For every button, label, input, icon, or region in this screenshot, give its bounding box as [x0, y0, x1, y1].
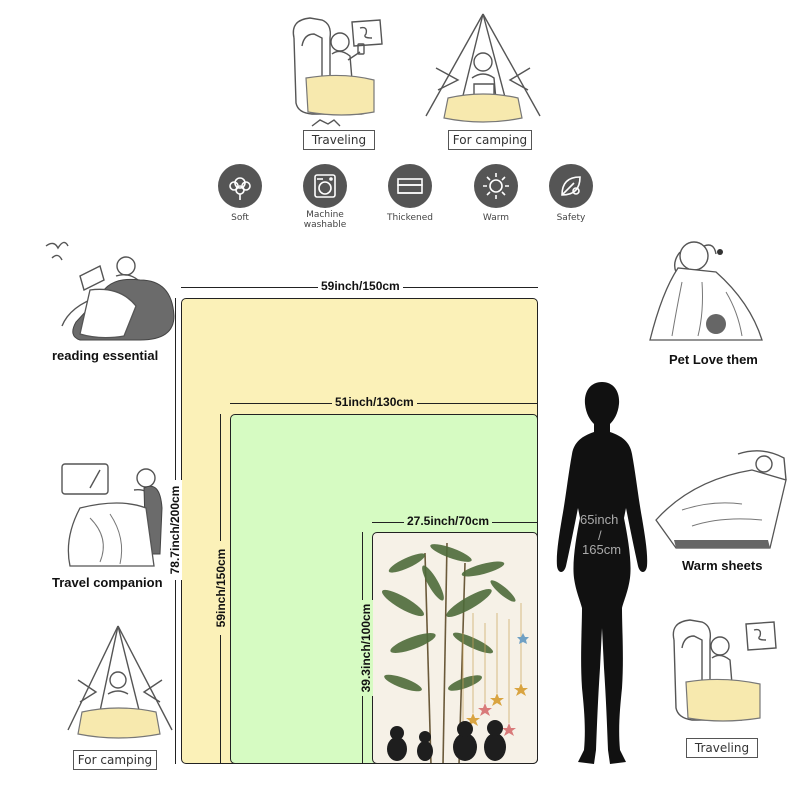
traveling-top-label: Traveling — [303, 130, 375, 150]
washable-feature-badge — [303, 164, 347, 208]
traveling-seat-illustration — [282, 8, 392, 130]
travel-companion-label: Travel companion — [52, 575, 163, 590]
reading-beanbag-illustration — [40, 236, 180, 346]
traveling-bottom-illustration — [662, 610, 780, 736]
sun-icon — [483, 173, 509, 199]
camping-top-label: For camping — [448, 130, 532, 150]
camping-bottom-label: For camping — [73, 750, 157, 770]
person-height-line2: 165cm — [582, 542, 622, 557]
leaf-icon — [561, 176, 581, 196]
medium-height-label: 59inch/150cm — [214, 541, 228, 635]
traveling-bottom-label: Traveling — [686, 738, 758, 758]
small-width-label: 27.5inch/70cm — [404, 514, 493, 528]
feature-label: Warm — [482, 213, 510, 223]
camping-tent-illustration — [418, 8, 548, 130]
warm-feature-badge — [474, 164, 518, 208]
safety-feature-badge — [549, 164, 593, 208]
bamboo-cats-pattern — [382, 542, 529, 763]
reading-essential-label: reading essential — [52, 348, 159, 363]
feature-label: Soft — [231, 213, 249, 223]
large-width-label: 59inch/150cm — [318, 279, 403, 293]
large-height-label: 78.7inch/200cm — [168, 480, 182, 580]
pet-love-label: Pet Love them — [669, 352, 758, 367]
thickened-feature-badge — [388, 164, 432, 208]
thick-layer-icon — [397, 178, 423, 194]
person-height-line1: 65inch — [580, 512, 619, 527]
travel-companion-illustration — [50, 458, 170, 573]
feature-label: Machine washable — [303, 210, 347, 230]
washing-machine-icon — [314, 174, 336, 198]
cotton-icon — [229, 177, 251, 200]
woman-silhouette — [556, 382, 648, 764]
person-height-separator: / — [598, 528, 602, 543]
feature-label: Thickened — [386, 213, 434, 223]
camping-bottom-illustration — [62, 622, 177, 744]
warm-sheets-label: Warm sheets — [682, 558, 763, 573]
soft-feature-badge — [218, 164, 262, 208]
warm-sheets-illustration — [652, 440, 792, 555]
feature-label: Safety — [556, 213, 586, 223]
medium-width-label: 51inch/130cm — [332, 395, 417, 409]
small-height-label: 39.3inch/100cm — [359, 600, 373, 696]
pet-dog-illustration — [642, 232, 772, 350]
small-size-blanket — [372, 532, 538, 764]
